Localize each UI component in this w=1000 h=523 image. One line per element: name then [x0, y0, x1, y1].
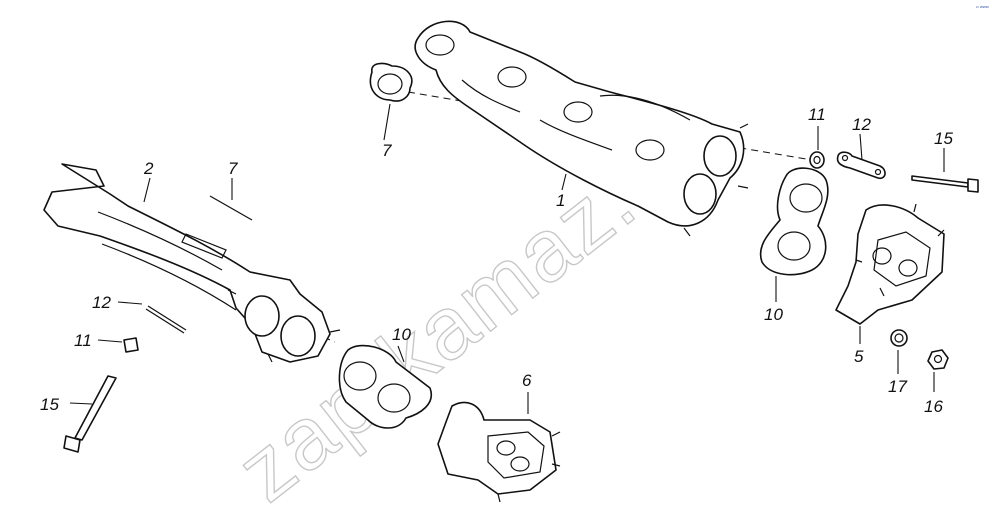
callout-2: 2 — [143, 159, 154, 178]
washer-17 — [890, 329, 908, 347]
callout-7-lower: 7 — [228, 159, 238, 178]
callout-15-lower: 15 — [40, 395, 59, 414]
callout-10-lower: 10 — [392, 325, 411, 344]
washer-11-upper — [809, 151, 825, 169]
lock-plate-12-upper — [836, 151, 886, 180]
gasket-round-upper — [369, 62, 413, 102]
callout-1: 1 — [556, 191, 565, 210]
stud-bolt-15-upper — [911, 175, 979, 193]
washer-11-lower — [123, 337, 139, 353]
gasket-double-upper — [759, 167, 829, 276]
gasket-double-lower — [338, 344, 433, 429]
flange-elbow-right — [835, 203, 945, 325]
manifold-upper-part — [414, 20, 749, 237]
callout-12-upper: 12 — [852, 115, 871, 134]
callout-7-upper: 7 — [382, 141, 392, 160]
nut-16 — [927, 349, 949, 370]
leader-lines — [69, 103, 945, 414]
callout-11-lower: 11 — [74, 331, 92, 350]
callout-10-upper: 10 — [764, 305, 783, 324]
gasket-7-lower — [209, 195, 253, 221]
manifold-lower-part — [43, 163, 341, 363]
stud-bolt-15-lower — [63, 375, 117, 453]
callout-12-lower: 12 — [92, 293, 111, 312]
callout-6: 6 — [522, 371, 532, 390]
callout-11-upper: 11 — [808, 105, 826, 124]
callout-16: 16 — [924, 397, 943, 416]
callout-15-upper: 15 — [934, 129, 953, 148]
lock-plate-12-lower — [145, 305, 187, 334]
callout-5: 5 — [854, 347, 864, 366]
corner-mark: •• www — [976, 4, 989, 9]
flange-elbow-lower — [437, 401, 561, 503]
callout-17: 17 — [888, 377, 907, 396]
